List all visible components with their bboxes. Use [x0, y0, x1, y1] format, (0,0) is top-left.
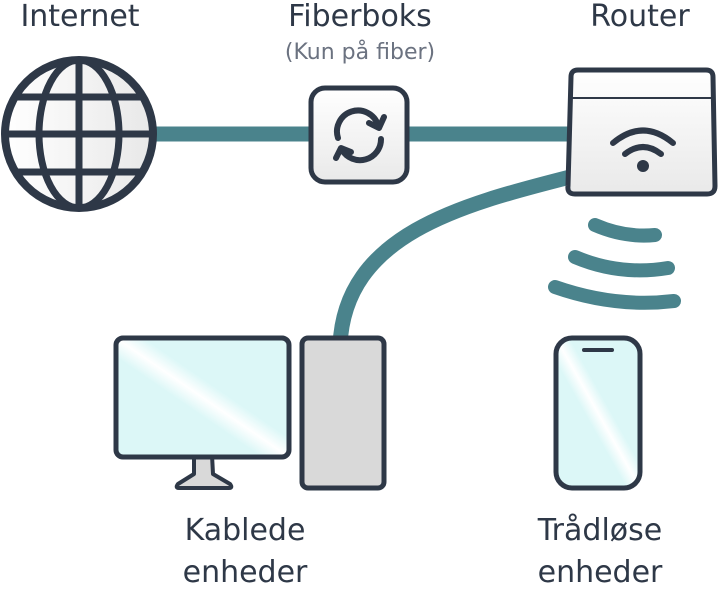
- smartphone-icon: [553, 335, 643, 491]
- fiberbox-note: (Kun på fiber): [284, 40, 436, 65]
- monitor-icon: [113, 335, 292, 490]
- cable-router-pc: [332, 169, 572, 346]
- wired-devices-label-line1: Kablede: [184, 513, 306, 548]
- wired-devices-label-line2: enheder: [182, 555, 308, 590]
- internet-label: Internet: [20, 0, 140, 34]
- wifi-signal-icon: [548, 218, 681, 310]
- refresh-icon: [333, 107, 387, 164]
- wireless-devices-label-line1: Trådløse: [537, 513, 663, 548]
- fiberbox-label: Fiberboks: [288, 0, 432, 34]
- pc-tower-icon: [299, 335, 387, 491]
- router-label: Router: [590, 0, 690, 34]
- globe-icon: [1, 56, 157, 212]
- wireless-devices-label-line2: enheder: [537, 555, 663, 590]
- wifi-router-icon: [565, 67, 718, 197]
- fiberbox-device: [308, 85, 410, 185]
